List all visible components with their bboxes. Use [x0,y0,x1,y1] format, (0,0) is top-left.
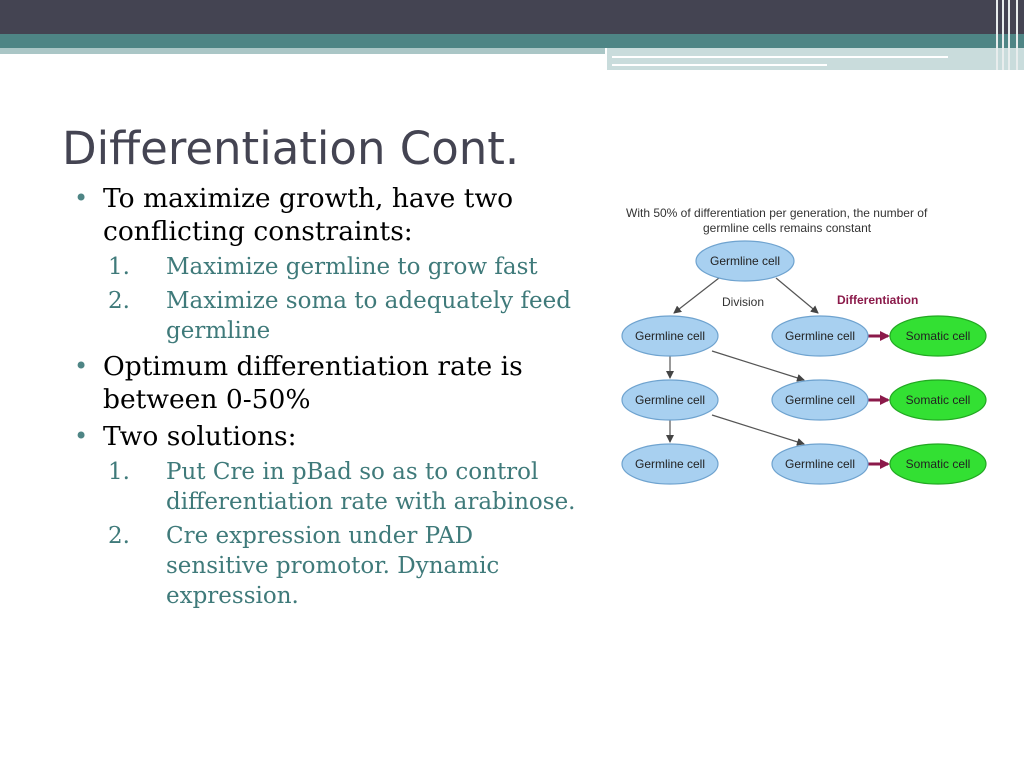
row1-diag-arrow [711,350,805,382]
numbered-item: 2. Maximize soma to adequately feed germ… [74,286,579,346]
slide-title: Differentiation Cont. [62,122,520,175]
cell-label: Germline cell [635,393,705,407]
header-bar-dark [0,0,1024,34]
germline-cell [771,315,869,357]
item-text: Cre expression under PAD sensitive promo… [166,523,500,609]
cell-label: Germline cell [635,329,705,343]
germline-cell [621,443,719,485]
germline-cell [621,315,719,357]
numbered-item: 1. Put Cre in pBad so as to control diff… [74,457,579,517]
division-arrow-left [673,277,720,314]
diagram-caption-line2: germline cells remains constant [703,221,872,235]
item-number: 1. [108,459,130,485]
item-number: 1. [108,254,130,280]
bullet-text: Optimum differentiation rate is between … [103,351,523,415]
division-arrow-right [775,277,819,314]
germline-cell [621,379,719,421]
germline-cell [771,443,869,485]
item-text: Put Cre in pBad so as to control differe… [166,459,576,515]
bullet-item: • To maximize growth, have two conflicti… [74,182,579,248]
bullet-text: Two solutions: [103,421,297,452]
bullet-item: • Optimum differentiation rate is betwee… [74,350,579,416]
header-bar-light-right [607,48,1024,70]
bullet-list: • To maximize growth, have two conflicti… [74,182,579,615]
cell-label: Somatic cell [906,329,971,343]
cell-label: Germline cell [785,329,855,343]
header-accent-line-short [612,64,827,66]
bullet-dot-icon: • [74,352,89,380]
header-stripes [994,0,1024,70]
somatic-cell [889,379,987,421]
connectors [666,277,819,446]
germline-cell-top [695,240,795,282]
germline-cell [771,379,869,421]
item-number: 2. [108,288,130,314]
diagram-caption-line1: With 50% of differentiation per generati… [626,206,928,220]
row2-diag-arrow [711,414,805,446]
header-accent-line [612,56,948,58]
item-text: Maximize germline to grow fast [166,254,538,280]
cell-label: Somatic cell [906,393,971,407]
item-text: Maximize soma to adequately feed germlin… [166,288,571,344]
numbered-item: 2. Cre expression under PAD sensitive pr… [74,521,579,611]
numbered-item: 1. Maximize germline to grow fast [74,252,579,282]
bullet-text: To maximize growth, have two conflicting… [103,183,514,247]
somatic-cell [889,443,987,485]
cell-label: Germline cell [785,393,855,407]
somatic-cell [889,315,987,357]
differentiation-arrows [868,331,890,469]
cell-label: Somatic cell [906,457,971,471]
bullet-dot-icon: • [74,422,89,450]
differentiation-label: Differentiation [837,293,918,307]
bullet-item: • Two solutions: [74,420,579,453]
bullet-dot-icon: • [74,184,89,212]
differentiation-diagram: With 50% of differentiation per generati… [616,196,1001,496]
item-number: 2. [108,523,130,549]
diagram-svg: With 50% of differentiation per generati… [621,206,987,485]
cell-label: Germline cell [635,457,705,471]
cell-label: Germline cell [710,254,780,268]
header-bar-light [0,48,605,54]
header-bar-teal [0,34,1024,48]
division-label: Division [722,295,764,309]
cell-label: Germline cell [785,457,855,471]
